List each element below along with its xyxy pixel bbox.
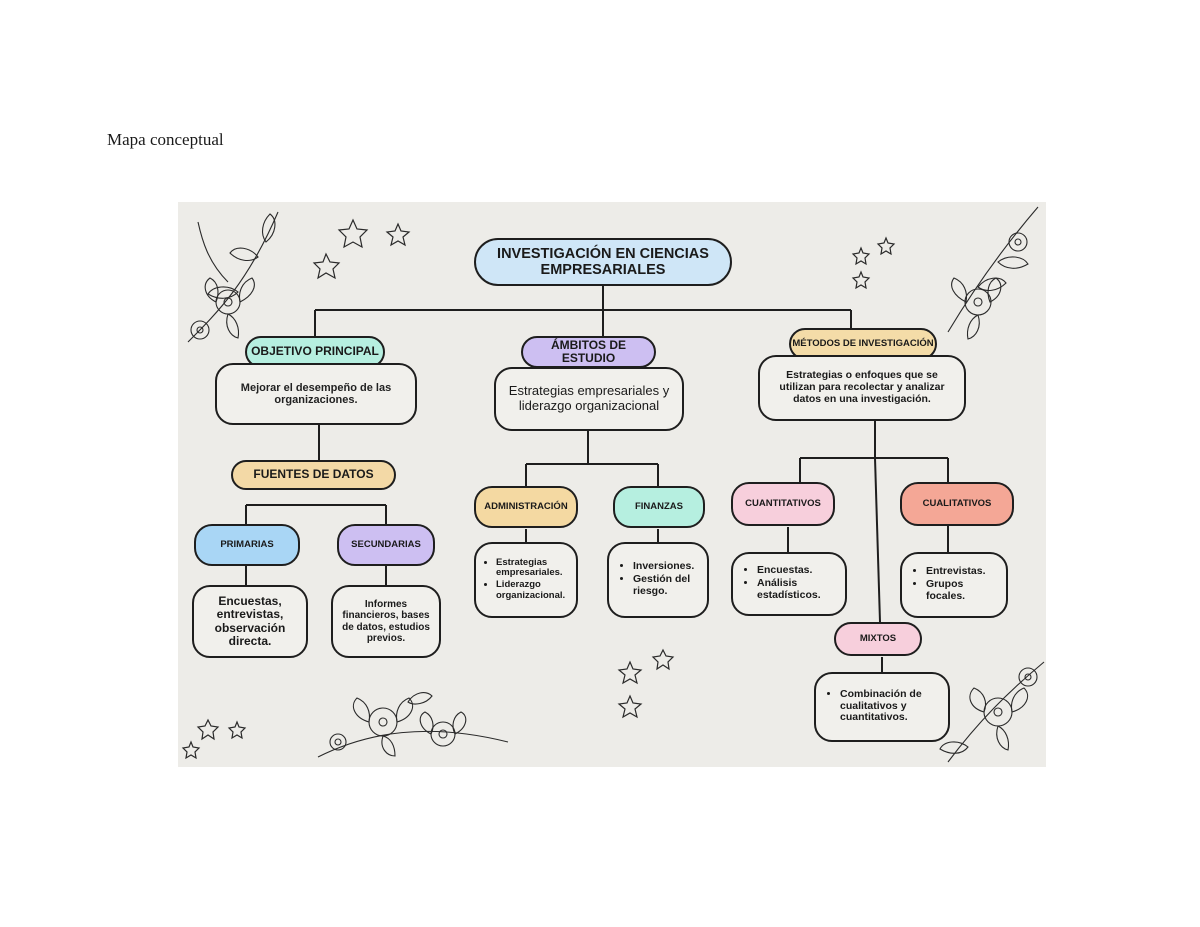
administracion-node: ADMINISTRACIÓN: [474, 486, 578, 528]
root-node: INVESTIGACIÓN EN CIENCIAS EMPRESARIALES: [474, 238, 732, 286]
cualitativos-item: Grupos focales.: [926, 578, 996, 603]
administracion-item: Liderazgo organizacional.: [496, 579, 570, 601]
administracion-list: Estrategias empresariales. Liderazgo org…: [474, 542, 578, 618]
cualitativos-label: CUALITATIVOS: [922, 497, 992, 509]
page-heading: Mapa conceptual: [107, 130, 224, 149]
finanzas-label: FINANZAS: [634, 500, 684, 512]
fuentes-label: FUENTES DE DATOS: [253, 467, 374, 482]
mixtos-list: Combinación de cualitativos y cuantitati…: [814, 672, 950, 742]
ambitos-desc-text: Estrategias empresariales y liderazgo or…: [508, 383, 670, 413]
cuantitativos-label: CUANTITATIVOS: [745, 497, 821, 509]
administracion-label: ADMINISTRACIÓN: [484, 500, 568, 512]
metodos-node: MÉTODOS DE INVESTIGACIÓN: [789, 328, 937, 360]
secundarias-label: SECUNDARIAS: [351, 538, 421, 550]
cualitativos-item: Entrevistas.: [926, 566, 996, 578]
mixtos-item: Combinación de cualitativos y cuantitati…: [840, 688, 938, 724]
cuantitativos-item: Encuestas.: [757, 565, 835, 577]
objetivo-label: OBJETIVO PRINCIPAL: [251, 344, 379, 359]
finanzas-list: Inversiones. Gestión del riesgo.: [607, 542, 709, 618]
cuantitativos-list: Encuestas. Análisis estadísticos.: [731, 552, 847, 616]
cuantitativos-node: CUANTITATIVOS: [731, 482, 835, 526]
ambitos-desc: Estrategias empresariales y liderazgo or…: [494, 367, 684, 431]
primarias-desc: Encuestas, entrevistas, observación dire…: [192, 585, 308, 658]
finanzas-item: Gestión del riesgo.: [633, 573, 697, 598]
cualitativos-node: CUALITATIVOS: [900, 482, 1014, 526]
secundarias-desc-text: Informes financieros, bases de datos, es…: [342, 599, 430, 644]
connector-lines: [245, 284, 949, 672]
metodos-desc-text: Estrategias o enfoques que se utilizan p…: [779, 369, 945, 405]
secundarias-desc: Informes financieros, bases de datos, es…: [331, 585, 441, 658]
secundarias-node: SECUNDARIAS: [337, 524, 435, 566]
primarias-node: PRIMARIAS: [194, 524, 300, 566]
objetivo-desc: Mejorar el desempeño de las organizacion…: [215, 363, 417, 425]
cuantitativos-item: Análisis estadísticos.: [757, 577, 835, 602]
ambitos-node: ÁMBITOS DE ESTUDIO: [521, 336, 656, 368]
root-label: INVESTIGACIÓN EN CIENCIAS EMPRESARIALES: [497, 245, 709, 278]
finanzas-node: FINANZAS: [613, 486, 705, 528]
fuentes-node: FUENTES DE DATOS: [231, 460, 396, 490]
mixtos-node: MIXTOS: [834, 622, 922, 656]
metodos-label: MÉTODOS DE INVESTIGACIÓN: [792, 337, 934, 349]
administracion-item: Estrategias empresariales.: [496, 557, 570, 579]
mixtos-label: MIXTOS: [859, 632, 897, 644]
primarias-label: PRIMARIAS: [220, 538, 274, 550]
primarias-desc-text: Encuestas, entrevistas, observación dire…: [214, 593, 286, 648]
cualitativos-list: Entrevistas. Grupos focales.: [900, 552, 1008, 618]
metodos-desc: Estrategias o enfoques que se utilizan p…: [758, 355, 966, 421]
ambitos-label: ÁMBITOS DE ESTUDIO: [550, 337, 627, 365]
finanzas-item: Inversiones.: [633, 561, 697, 573]
concept-map: INVESTIGACIÓN EN CIENCIAS EMPRESARIALES …: [178, 202, 1046, 767]
objetivo-desc-text: Mejorar el desempeño de las organizacion…: [240, 381, 392, 406]
